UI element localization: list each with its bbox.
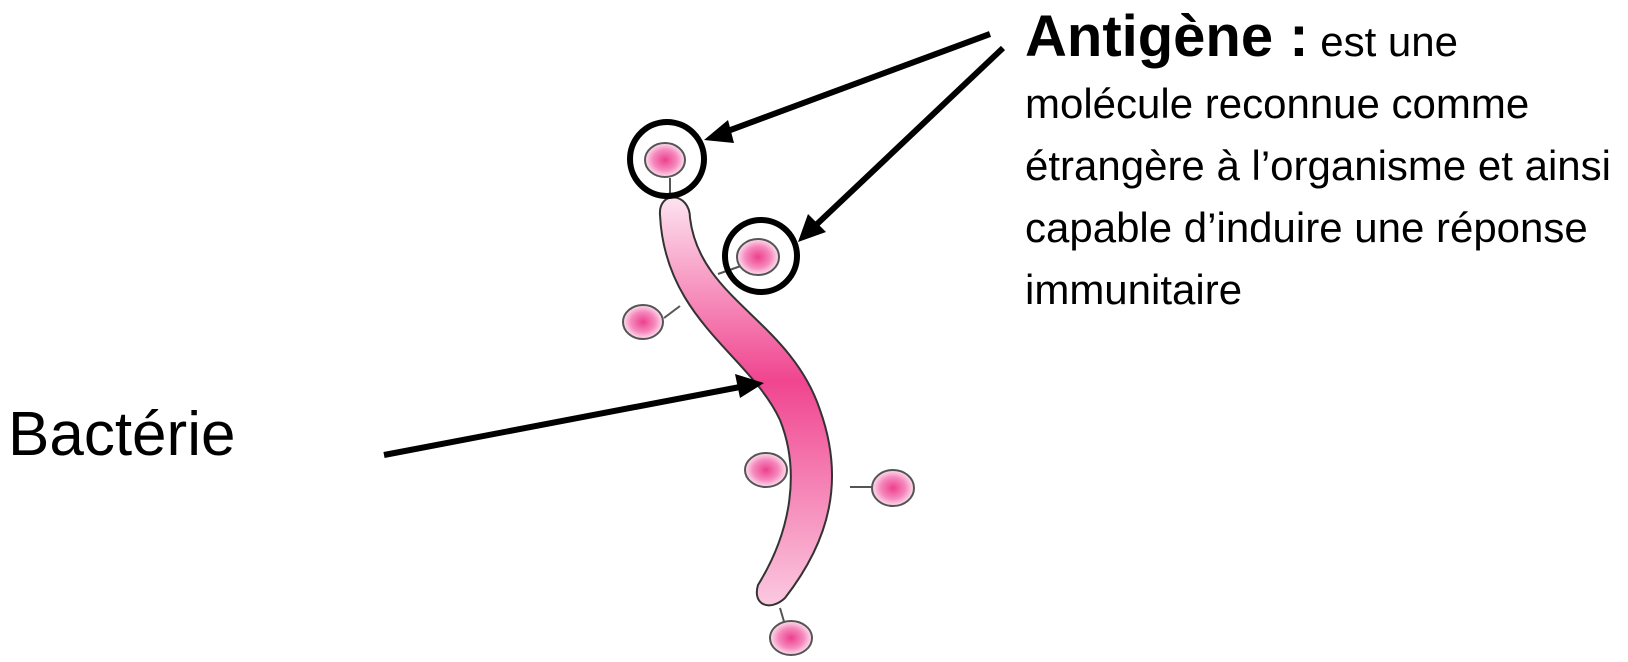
antigen-definition: Antigène : est une molécule reconnue com… (1025, 6, 1625, 321)
arrow-antigen-2-line (816, 48, 1003, 225)
arrow-antigen-1-head (704, 120, 734, 143)
arrow-bacteria-line (384, 387, 740, 455)
antigen-term: Antigène : (1025, 4, 1309, 69)
bacteria-label: Bactérie (8, 404, 235, 466)
antigen-lower-right (872, 470, 914, 506)
antigen-top (645, 143, 685, 177)
antigen-lower-left (745, 453, 787, 487)
antigen-definition-text: molécule reconnue comme étrangère à l’or… (1025, 80, 1611, 313)
antigen-left (623, 305, 663, 339)
stalk-left (664, 306, 680, 318)
antigen-bottom (770, 621, 812, 655)
antigen-definition-lead: est une (1309, 18, 1458, 65)
arrow-antigen-1-line (725, 34, 990, 132)
antigen-upper-right (737, 239, 779, 275)
